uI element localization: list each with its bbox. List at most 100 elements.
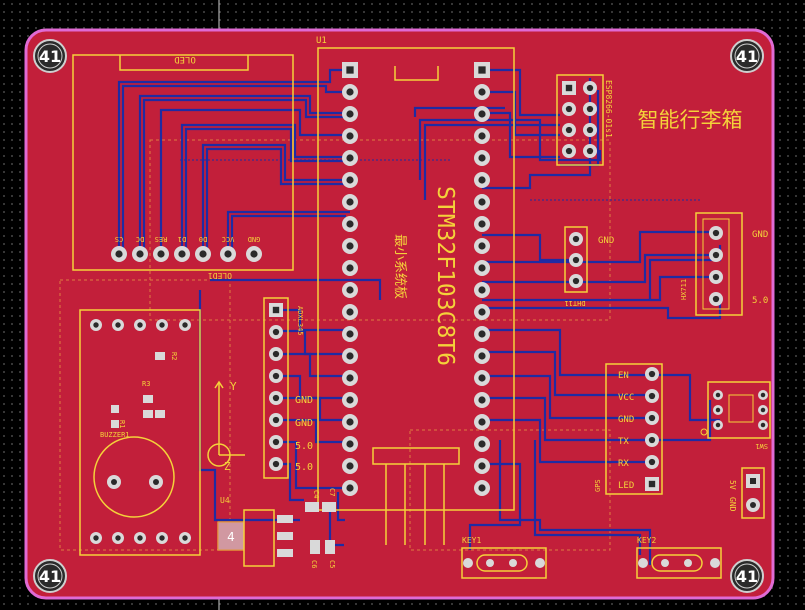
mount-hole-br: 41 — [730, 559, 764, 593]
r1-label: R1 — [118, 420, 126, 428]
key2-label: KEY2 — [637, 536, 656, 545]
mcu-right-pin — [474, 480, 490, 496]
r2-label: R2 — [170, 352, 178, 360]
oled-pin — [220, 246, 236, 262]
keepout-regions — [59, 139, 611, 551]
esp-pin — [562, 144, 576, 158]
buzzer-top-pin — [112, 319, 124, 331]
u4-pin-number: 4 — [227, 530, 235, 544]
key1-button[interactable]: KEY1 — [461, 536, 547, 579]
buzzer-bottom-pin — [90, 532, 102, 544]
buzzer-bottom-pin — [112, 532, 124, 544]
oled-pin — [111, 246, 127, 262]
oled-pin-label: VCC — [222, 235, 235, 243]
axis-z-label: Z — [224, 460, 231, 473]
adxl-pin — [269, 325, 283, 339]
mcu-right-pin — [474, 282, 490, 298]
svg-text:41: 41 — [736, 567, 758, 586]
dht-label: DHT11 — [564, 299, 585, 307]
oled-designator: OLED1 — [208, 271, 232, 280]
svg-text:41: 41 — [736, 47, 758, 66]
mcu-right-header — [474, 62, 490, 496]
mount-hole-tr: 41 — [730, 39, 764, 73]
smd-pads — [111, 352, 165, 428]
mcu-right-pin — [474, 436, 490, 452]
esp-pin — [583, 144, 597, 158]
esp8266-module[interactable]: ESP8266-01s1 — [556, 74, 613, 166]
mcu-left-pin — [342, 304, 358, 320]
buzzer-top-pin — [179, 319, 191, 331]
adxl-pin — [269, 369, 283, 383]
gps-pin-label: GND — [618, 415, 634, 425]
oled-pin-label: RES — [155, 235, 168, 243]
power-gnd-label: GND — [728, 497, 737, 512]
mcu-left-pin — [342, 216, 358, 232]
hx711-5v-label: 5.0 — [752, 296, 768, 306]
mcu-designator: U1 — [316, 36, 327, 46]
oled-pin-label: CS — [115, 235, 123, 243]
dht-pin — [569, 253, 583, 267]
switch-pin — [713, 405, 723, 415]
oled-pin — [153, 246, 169, 262]
adxl-pin — [269, 457, 283, 471]
esp-pin — [562, 81, 576, 95]
dht11-module[interactable]: GND DHT11 — [564, 226, 614, 307]
switch-sw1[interactable]: SW1 — [700, 381, 771, 450]
mcu-right-pin — [474, 84, 490, 100]
mcu-left-pin — [342, 414, 358, 430]
regulator-u4[interactable]: 4 U4 — [217, 496, 293, 567]
capacitors[interactable]: C4 C5 C6 C7 — [305, 488, 336, 568]
c4-label: C4 — [312, 490, 320, 498]
mount-hole-tl: 41 — [33, 39, 67, 73]
adxl-label: ADXL345 — [296, 306, 304, 336]
u4-label: U4 — [220, 496, 230, 505]
mcu-right-pin — [474, 392, 490, 408]
mcu-subtitle: 最小系统板 — [392, 234, 407, 299]
hx711-module[interactable]: GND 5.0 HX711 — [680, 212, 768, 316]
gps-pin — [645, 367, 659, 381]
adxl345-module[interactable]: ADXL345 GND GND 5.0 5.0 — [263, 297, 313, 479]
switch-pin — [758, 390, 768, 400]
power-header[interactable]: 5V GND — [728, 467, 765, 519]
gps-pin — [645, 477, 659, 491]
gps-pin-label: EN — [618, 371, 629, 381]
key2-button[interactable]: KEY2 — [636, 536, 722, 579]
esp-pin — [562, 102, 576, 116]
mcu-left-pin — [342, 62, 358, 78]
oled-top-label: OLED — [174, 54, 196, 64]
mcu-left-pin — [342, 260, 358, 276]
axis-glyph — [207, 380, 245, 467]
gps-pin-label: VCC — [618, 393, 634, 403]
mcu-right-pin — [474, 150, 490, 166]
buzzer-board[interactable]: BUZZER1 R1 R2 R3 — [79, 309, 201, 556]
adxl-pin — [269, 303, 283, 317]
gps-pin — [645, 389, 659, 403]
gps-pin-label: RX — [618, 459, 629, 469]
mcu-right-pin — [474, 216, 490, 232]
board-outline[interactable] — [24, 28, 775, 600]
gps-pin-label: LED — [618, 481, 634, 491]
hx711-pin — [709, 226, 723, 240]
mcu-left-pin — [342, 282, 358, 298]
gps-pin — [645, 411, 659, 425]
c6-label: C6 — [310, 560, 318, 568]
stm32-board[interactable]: U1 STM32F103C8T6 最小系统板 — [316, 36, 515, 545]
hx711-label: HX711 — [680, 279, 688, 300]
board-title: 智能行李箱 — [638, 108, 743, 132]
key1-label: KEY1 — [462, 536, 481, 545]
hx711-pin — [709, 248, 723, 262]
mcu-right-pin — [474, 348, 490, 364]
mcu-right-pin — [474, 106, 490, 122]
mcu-left-pin — [342, 458, 358, 474]
buzzer-bottom-pin — [156, 532, 168, 544]
svg-text:41: 41 — [39, 47, 61, 66]
adxl-pin — [269, 413, 283, 427]
buzzer-bottom-pin — [179, 532, 191, 544]
mcu-right-pin — [474, 414, 490, 430]
mcu-left-pin — [342, 436, 358, 452]
oled-pin-label: DC — [136, 235, 144, 243]
